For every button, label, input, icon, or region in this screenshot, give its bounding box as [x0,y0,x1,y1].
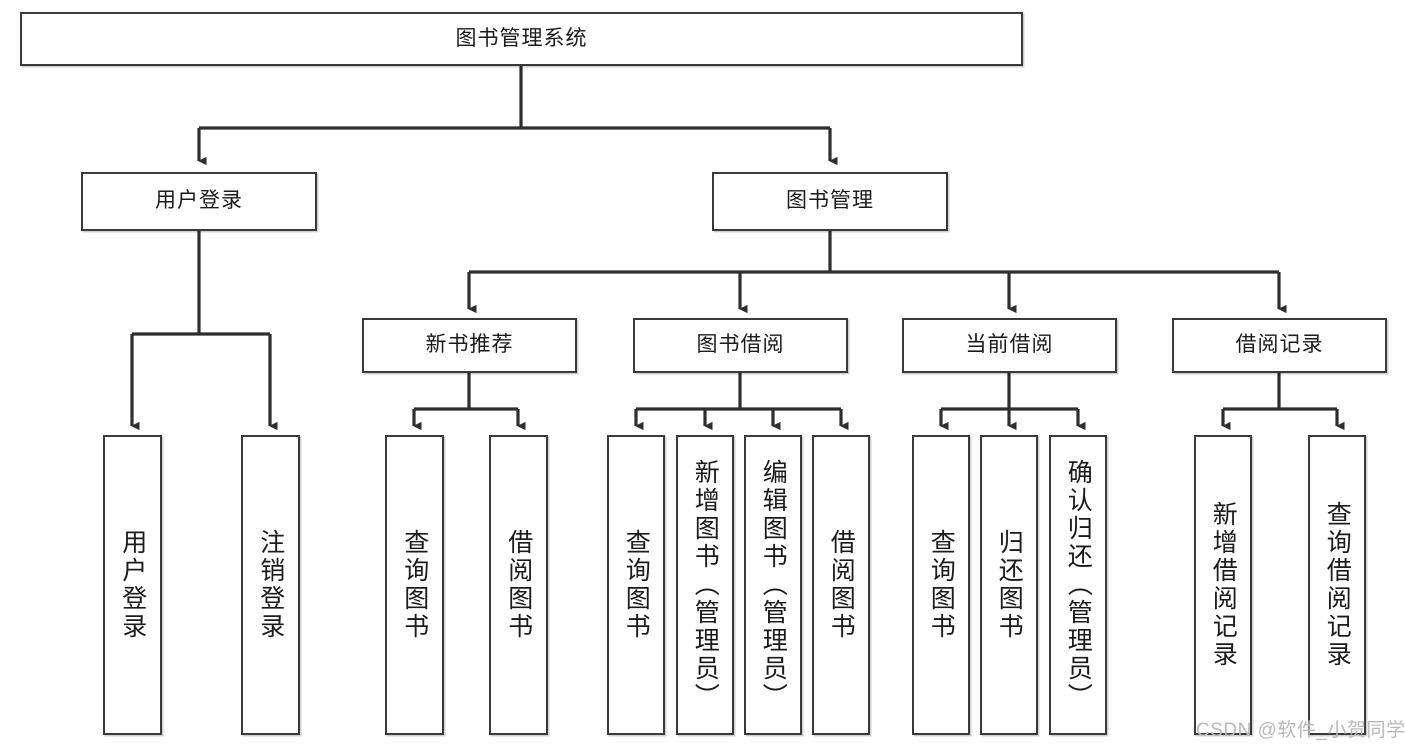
node-book-manage-label: 图书管理 [786,189,874,213]
leaf-user-login-label: 用户登录 [118,529,147,641]
leaf-cur-return[interactable]: 归还图书 [980,435,1038,735]
leaf-cur-confirm-label: 确认归还（管理员） [1064,459,1093,711]
node-book-borrow-label: 图书借阅 [696,333,785,357]
leaf-user-logout-label: 注销登录 [256,529,285,641]
leaf-rec-query-label: 查询图书 [400,529,429,641]
leaf-cur-return-label: 归还图书 [995,529,1024,641]
leaf-borrow-query-label: 查询图书 [622,529,651,641]
leaf-borrow-do[interactable]: 借阅图书 [812,435,870,735]
node-root[interactable]: 图书管理系统 [20,12,1023,66]
node-new-book-rec[interactable]: 新书推荐 [362,318,577,373]
node-user-login[interactable]: 用户登录 [81,172,317,231]
leaf-borrow-do-label: 借阅图书 [827,529,856,641]
leaf-borrow-add-label: 新增图书（管理员） [691,459,720,711]
leaf-rec-add-label: 新增借阅记录 [1209,501,1238,669]
leaf-rec-query[interactable]: 查询图书 [385,435,444,735]
leaf-cur-query[interactable]: 查询图书 [912,435,970,735]
leaf-cur-query-label: 查询图书 [927,529,956,641]
leaf-borrow-add[interactable]: 新增图书（管理员） [676,435,734,735]
leaf-rec-search-label: 查询借阅记录 [1323,501,1352,669]
node-book-borrow[interactable]: 图书借阅 [633,318,848,373]
node-current-borrow[interactable]: 当前借阅 [902,318,1117,373]
leaf-user-logout[interactable]: 注销登录 [241,435,300,735]
leaf-borrow-query[interactable]: 查询图书 [607,435,665,735]
leaf-borrow-edit-label: 编辑图书（管理员） [759,459,788,711]
node-book-manage[interactable]: 图书管理 [712,172,948,231]
leaf-rec-search[interactable]: 查询借阅记录 [1308,435,1366,735]
node-borrow-record[interactable]: 借阅记录 [1172,318,1387,373]
node-borrow-record-label: 借阅记录 [1235,333,1324,357]
watermark-text: CSDN @软件_小贺同学 [1196,720,1405,741]
leaf-rec-borrow-label: 借阅图书 [504,529,533,641]
leaf-cur-confirm[interactable]: 确认归还（管理员） [1049,435,1107,735]
node-user-login-label: 用户登录 [155,189,243,213]
node-new-book-rec-label: 新书推荐 [425,333,514,357]
leaf-borrow-edit[interactable]: 编辑图书（管理员） [744,435,802,735]
node-current-borrow-label: 当前借阅 [965,333,1054,357]
leaf-user-login[interactable]: 用户登录 [103,435,162,735]
node-root-label: 图书管理系统 [455,26,588,50]
leaf-rec-add[interactable]: 新增借阅记录 [1194,435,1252,735]
leaf-rec-borrow[interactable]: 借阅图书 [489,435,548,735]
